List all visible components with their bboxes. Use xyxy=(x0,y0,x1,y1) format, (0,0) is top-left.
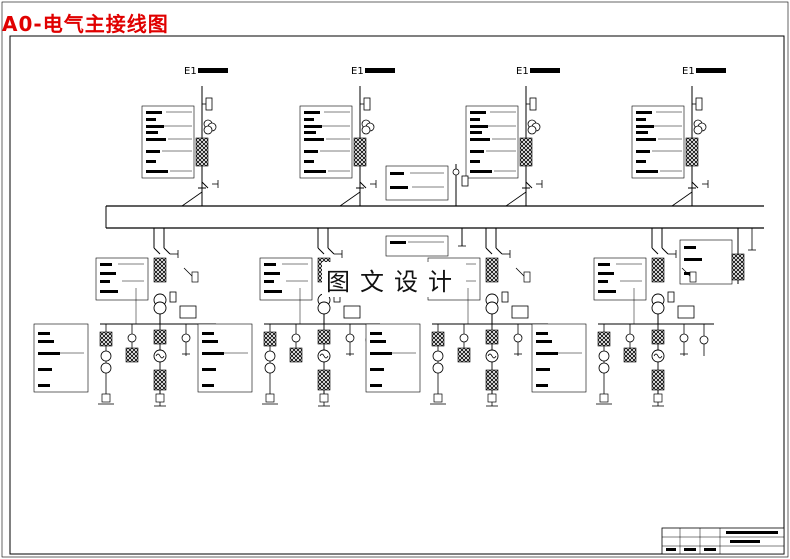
feeder-label-4: E1 xyxy=(682,66,726,77)
feeder-label-2: E1 xyxy=(351,66,395,77)
feeder-label-1-text: E1 xyxy=(184,66,197,77)
feeder-3 xyxy=(465,85,543,207)
feeder-label-2-note xyxy=(365,68,395,73)
drawing-title: A0-电气主接线图 xyxy=(2,12,169,36)
aux-section-right xyxy=(679,228,756,285)
feeder-label-4-note xyxy=(696,68,726,73)
branch-1 xyxy=(33,227,217,407)
bus-pt-section xyxy=(385,164,469,257)
feeder-2 xyxy=(299,85,377,207)
title-block xyxy=(661,527,785,555)
feeder-label-3-text: E1 xyxy=(516,66,529,77)
feeder-label-1-note xyxy=(198,68,228,73)
feeder-1 xyxy=(141,85,219,207)
drawing-frame xyxy=(9,35,785,555)
feeder-4 xyxy=(631,85,709,207)
feeder-label-3-note xyxy=(530,68,560,73)
watermark: 图文设计 xyxy=(322,262,466,297)
feeder-label-1: E1 xyxy=(184,66,228,77)
branch-2 xyxy=(197,227,381,407)
feeder-label-3: E1 xyxy=(516,66,560,77)
feeder-label-4-text: E1 xyxy=(682,66,695,77)
feeder-label-2-text: E1 xyxy=(351,66,364,77)
